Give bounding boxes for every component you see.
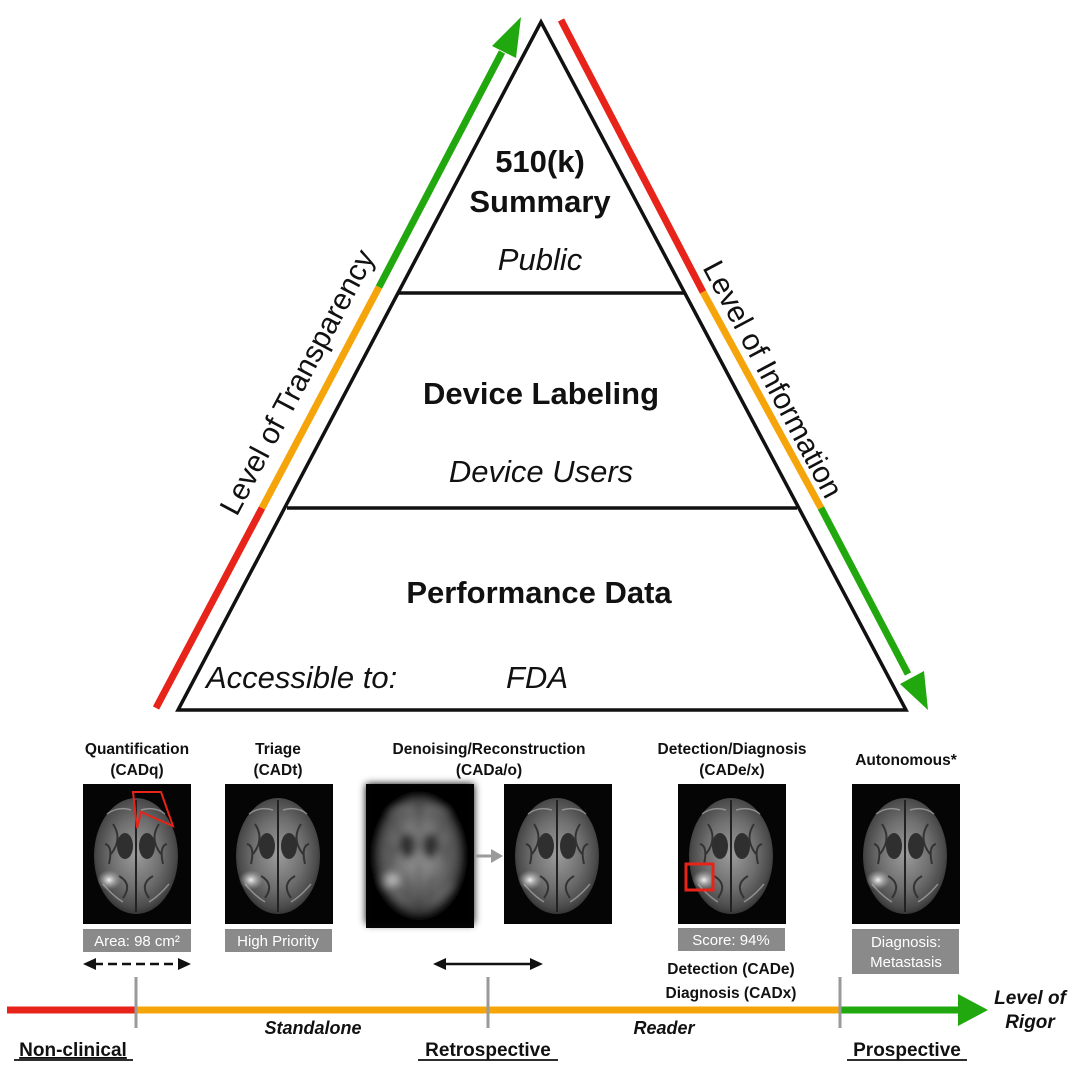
segmentation-outline <box>131 791 175 829</box>
transparency-arrow-red-segment <box>152 506 266 710</box>
quantification-title: Quantification <box>85 741 189 758</box>
triage-brain-image <box>224 783 334 925</box>
denoise-arrow-head <box>491 849 503 863</box>
tier3-accessible-label: Accessible to: <box>204 660 397 695</box>
quantification-subtitle: (CADq) <box>110 762 163 779</box>
autonomous-caption-box <box>852 929 959 974</box>
detection-bounding-box <box>684 862 715 892</box>
transparency-arrow-orange-segment <box>258 285 383 510</box>
autonomous-title: Autonomous* <box>855 752 958 769</box>
detection-caption: Score: 94% <box>692 932 770 949</box>
denoised-brain-image <box>503 783 613 925</box>
milestone-prospective: Prospective <box>853 1040 961 1061</box>
tier3-title: Performance Data <box>406 575 672 610</box>
quantification-caption-box <box>83 929 191 952</box>
transparency-arrow <box>152 17 521 710</box>
rigor-axis <box>7 977 988 1028</box>
tier2-audience: Device Users <box>449 454 633 489</box>
tier1-title-line2: Summary <box>469 184 611 219</box>
denoising-title: Denoising/Reconstruction <box>393 741 586 758</box>
tier1-audience: Public <box>498 242 583 277</box>
segment-reader: Reader <box>633 1018 695 1038</box>
transparency-arrowhead <box>492 17 521 58</box>
detection-sublabel-cade: Detection (CADe) <box>667 961 794 978</box>
milestone-nonclinical: Non-clinical <box>19 1040 127 1061</box>
milestone-retrospective: Retrospective <box>425 1040 551 1061</box>
noisy-brain-image <box>365 783 475 928</box>
retrospective-double-arrow <box>433 958 543 970</box>
information-arrow-red-segment <box>557 18 707 294</box>
segment-standalone: Standalone <box>264 1018 361 1038</box>
detection-caption-box <box>678 928 785 951</box>
detection-title: Detection/Diagnosis <box>658 741 807 758</box>
rigor-axis-arrowhead <box>958 994 988 1026</box>
information-arrow-green-segment <box>817 506 912 676</box>
transparency-arrow-green-segment <box>375 50 506 289</box>
denoising-subtitle: (CADa/o) <box>456 762 522 779</box>
autonomous-caption-line1: Diagnosis: <box>871 934 941 951</box>
quantification-double-arrow <box>83 958 191 970</box>
tier3-audience: FDA <box>506 660 568 695</box>
autonomous-brain-image <box>851 783 961 925</box>
triage-caption-box <box>225 929 332 952</box>
tier2-title: Device Labeling <box>423 376 659 411</box>
information-arrow <box>557 18 928 710</box>
autonomous-caption-line2: Metastasis <box>870 954 942 971</box>
pyramid-outline <box>175 18 909 712</box>
triage-subtitle: (CADt) <box>253 762 302 779</box>
triage-title: Triage <box>255 741 301 758</box>
information-arrow-orange-segment <box>699 290 825 510</box>
detection-brain-image <box>677 783 787 925</box>
pyramid: 510(k) Summary Public Device Labeling De… <box>175 18 909 712</box>
quantification-caption: Area: 98 cm² <box>94 933 180 950</box>
quantification-brain-image <box>82 783 192 925</box>
triage-caption: High Priority <box>237 933 319 950</box>
detection-sublabel-cadx: Diagnosis (CADx) <box>666 985 797 1002</box>
rigor-label-line2: Rigor <box>1005 1012 1056 1033</box>
tier1-title-line1: 510(k) <box>495 144 585 179</box>
detection-subtitle: (CADe/x) <box>699 762 764 779</box>
information-arrowhead <box>900 671 928 710</box>
rigor-label-line1: Level of <box>994 988 1067 1009</box>
